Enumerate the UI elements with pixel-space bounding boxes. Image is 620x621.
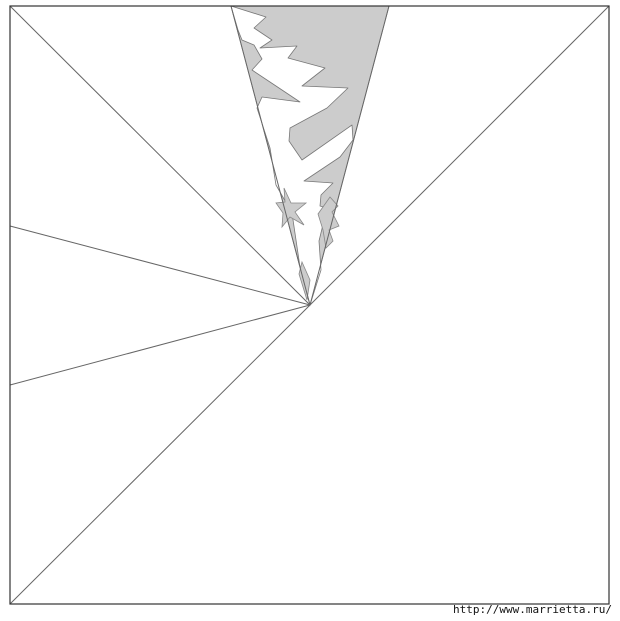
star-cut [275, 187, 308, 229]
tree-cut-shape [230, 5, 354, 306]
fold-line-bottom-left [9, 304, 311, 605]
fold-line-top-right [309, 5, 610, 306]
fold-line-left-lower [9, 304, 311, 386]
apex-cut [298, 260, 311, 301]
fold-line-left-upper [9, 225, 311, 306]
fold-lines [9, 5, 610, 605]
fold-line-top-left [9, 5, 311, 306]
paper-frame [9, 5, 610, 605]
source-credit: http://www.marrietta.ru/ [453, 603, 612, 616]
fold-line-wedge-left [230, 5, 311, 306]
fold-line-wedge-right [309, 5, 390, 306]
